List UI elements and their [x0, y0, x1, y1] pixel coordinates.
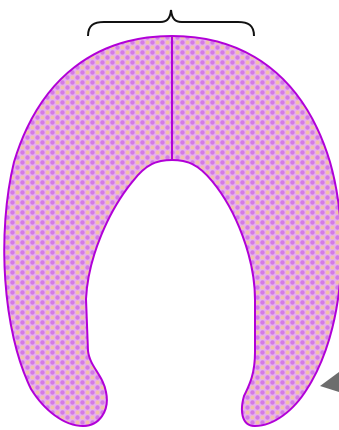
- brace-top: [88, 10, 254, 36]
- pointer-wedge: [320, 372, 339, 392]
